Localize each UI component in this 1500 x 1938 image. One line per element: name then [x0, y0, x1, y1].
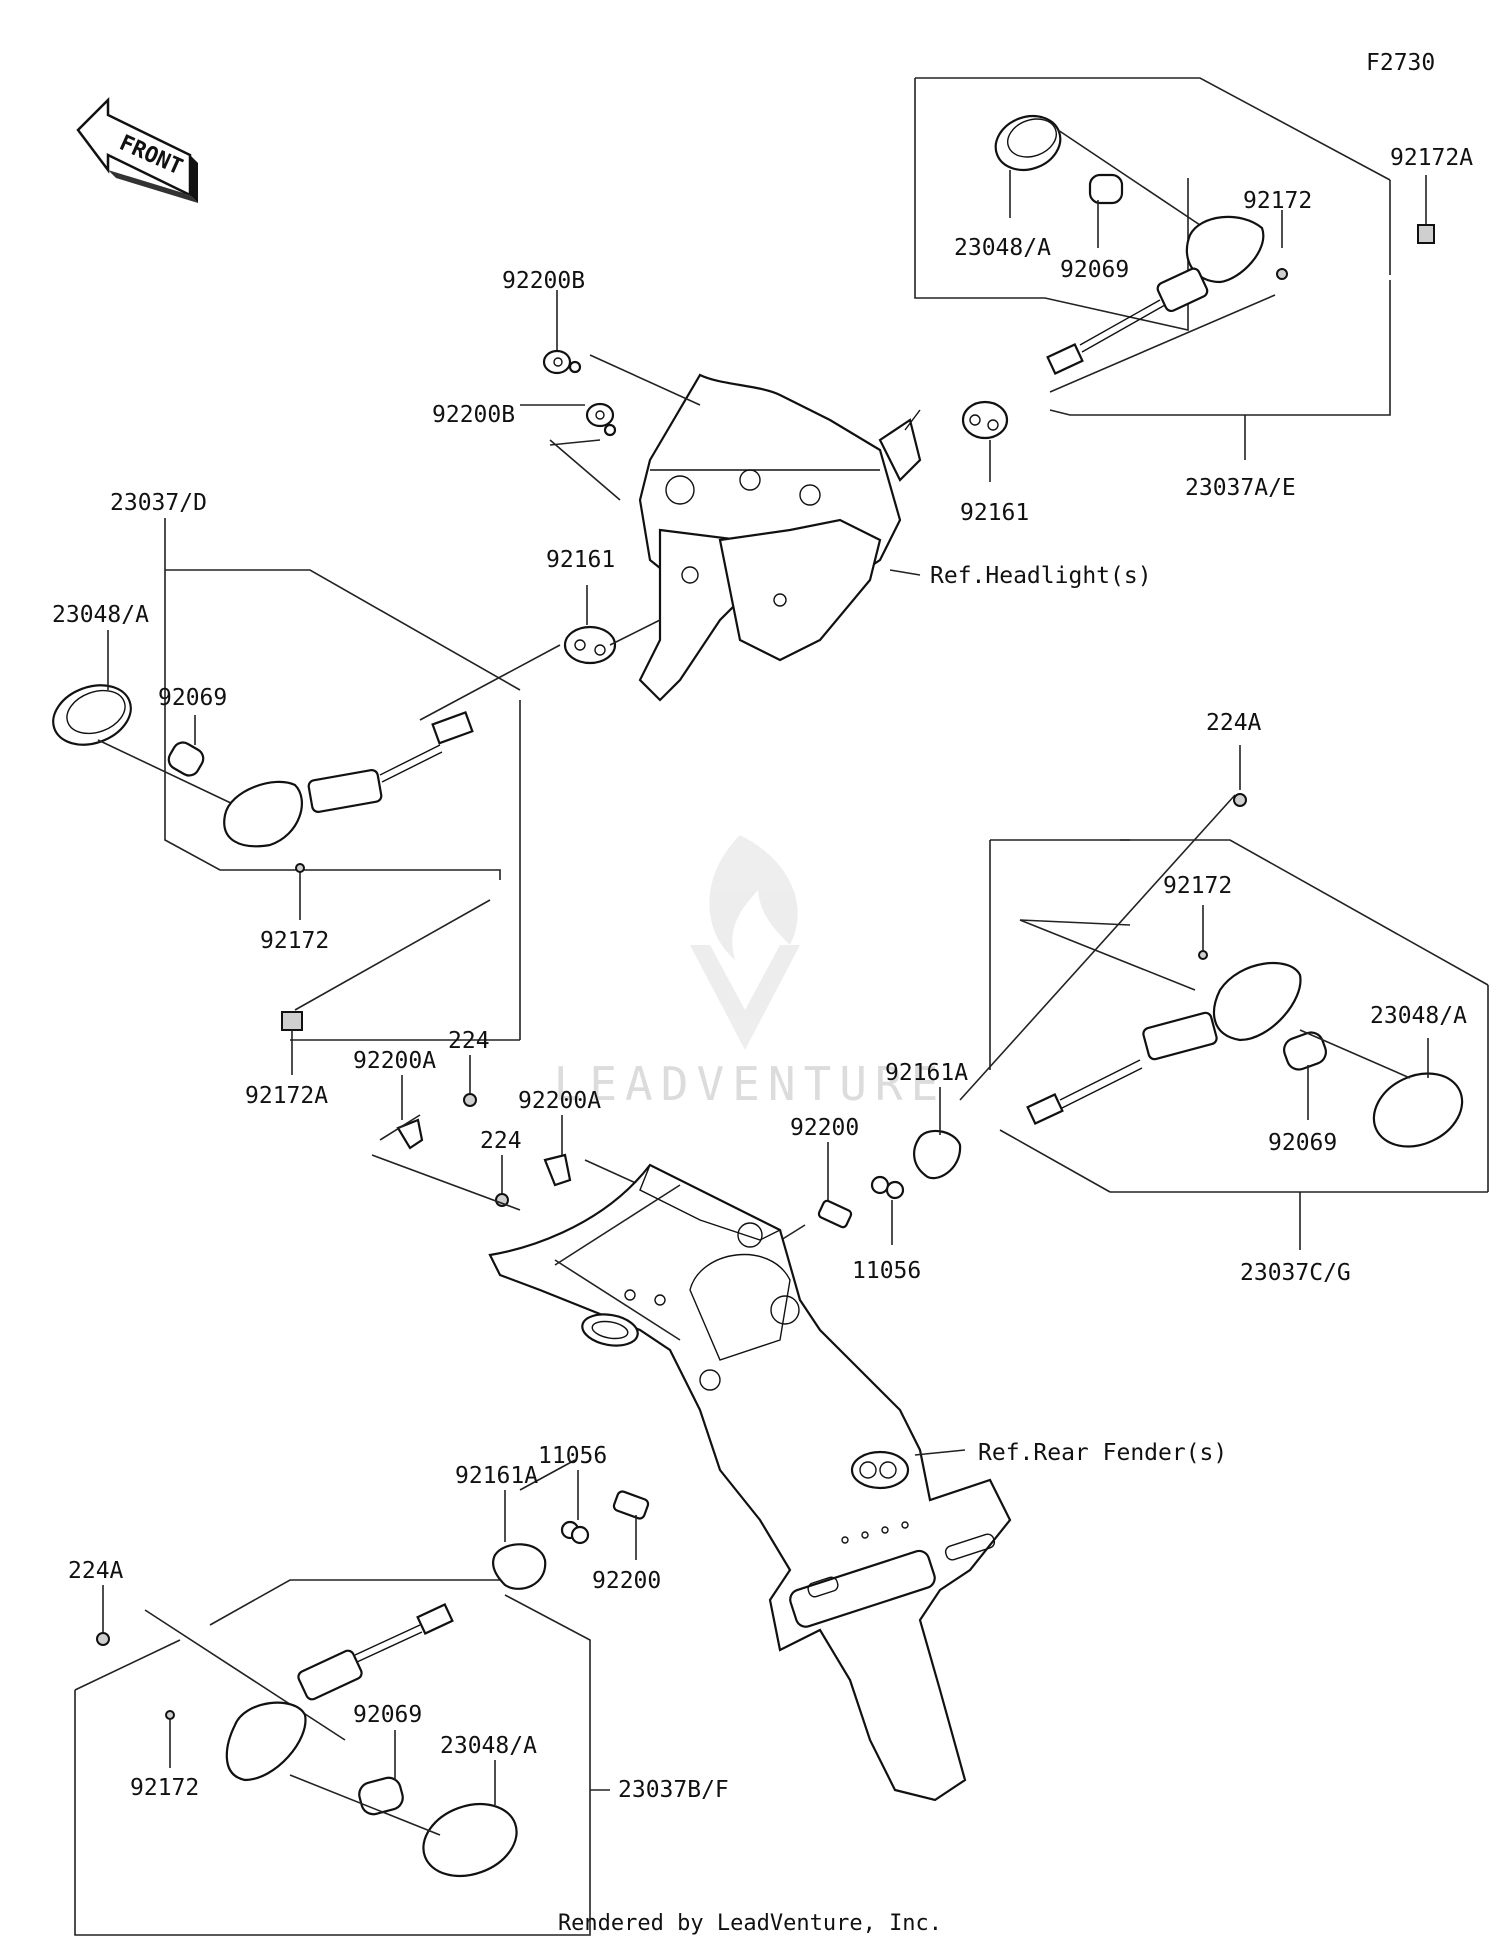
label-92069-bottom: 92069 — [353, 1702, 422, 1728]
label-92200B-1: 92200B — [502, 268, 585, 294]
watermark-text: LEADVENTURE — [554, 1057, 947, 1111]
screw-224-1 — [463, 1093, 477, 1107]
grommet-92161A-bottom — [491, 1543, 547, 1590]
label-23037AE: 23037A/E — [1185, 475, 1296, 501]
label-92172-bottom: 92172 — [130, 1775, 199, 1801]
turn-signal-right — [1026, 961, 1302, 1125]
washer-92200-right — [817, 1199, 853, 1229]
label-92161A-right: 92161A — [885, 1060, 968, 1086]
clip-92200A-1 — [396, 1118, 424, 1150]
lens-bottom — [422, 1802, 518, 1878]
label-92172A-top: 92172A — [1390, 145, 1473, 171]
washer-92200B-1 — [542, 349, 582, 375]
group-23037BF-outline — [74, 1459, 610, 1936]
label-23048A-right: 23048/A — [1370, 1003, 1467, 1029]
screw-224A-bottom — [96, 1632, 110, 1646]
diagram-code: F2730 — [1366, 50, 1435, 76]
label-92161-left: 92161 — [546, 547, 615, 573]
screw-92172-left — [295, 863, 305, 873]
label-92200-bottom: 92200 — [592, 1568, 661, 1594]
group-23037D-outline — [164, 518, 561, 1041]
headlight-bracket — [638, 373, 922, 702]
footer-credit: Rendered by LeadVenture, Inc. — [558, 1911, 942, 1936]
bulb-right — [1283, 1031, 1327, 1071]
washer-92200-bottom — [612, 1490, 650, 1520]
label-23048A-bottom: 23048/A — [440, 1733, 537, 1759]
screw-92172-bottom — [165, 1710, 175, 1720]
group-23037CG-outline — [959, 794, 1489, 1250]
screw-92172-top — [1276, 268, 1288, 280]
label-11056-bottom: 11056 — [538, 1443, 607, 1469]
front-arrow-icon: FRONT — [76, 96, 198, 203]
grommet-92161A-right — [913, 1129, 962, 1180]
grommet-92161-right — [961, 400, 1009, 440]
lens-top-right — [994, 114, 1062, 172]
label-11056-right: 11056 — [852, 1258, 921, 1284]
label-92069-left: 92069 — [158, 685, 227, 711]
label-92172A-left: 92172A — [245, 1083, 328, 1109]
screw-92172-right — [1198, 950, 1208, 960]
label-92200A-2: 92200A — [518, 1088, 601, 1114]
label-224-1: 224 — [448, 1028, 490, 1054]
label-92172-right: 92172 — [1163, 873, 1232, 899]
label-23048A-left: 23048/A — [52, 602, 149, 628]
washer-92200B-2 — [585, 402, 617, 437]
screw-92172A-top — [1417, 224, 1435, 244]
screw-224A-right — [1233, 793, 1247, 807]
label-92200B-2: 92200B — [432, 402, 515, 428]
label-23037CG: 23037C/G — [1240, 1260, 1351, 1286]
watermark-logo — [690, 835, 800, 1050]
label-92200A-1: 92200A — [353, 1048, 436, 1074]
grommet-92161-left — [563, 625, 617, 665]
label-ref-rear-fender: Ref.Rear Fender(s) — [978, 1440, 1227, 1466]
screw-92172A-left — [281, 1011, 303, 1031]
label-92161-right: 92161 — [960, 500, 1029, 526]
label-23037BF: 23037B/F — [618, 1777, 729, 1803]
label-92161A-bottom: 92161A — [455, 1463, 538, 1489]
label-23048A-top: 23048/A — [954, 235, 1051, 261]
label-92069-right: 92069 — [1268, 1130, 1337, 1156]
turn-signal-bottom — [225, 1603, 454, 1782]
bulb-bottom — [358, 1776, 404, 1816]
clip-11056-right — [870, 1175, 905, 1200]
label-224A-bottom: 224A — [68, 1558, 124, 1584]
label-92172-top: 92172 — [1243, 188, 1312, 214]
bulb-top-right — [1088, 173, 1124, 205]
label-92069-top: 92069 — [1060, 257, 1129, 283]
clip-11056-bottom — [560, 1520, 590, 1545]
bulb-left — [167, 741, 205, 777]
label-224A-right: 224A — [1206, 710, 1262, 736]
turn-signal-top-right — [1046, 215, 1265, 375]
lens-left — [52, 684, 132, 746]
label-23037D: 23037/D — [110, 490, 207, 516]
rear-fender — [488, 1163, 1012, 1802]
lens-right — [1372, 1072, 1464, 1148]
label-92172-left: 92172 — [260, 928, 329, 954]
turn-signal-left — [223, 711, 474, 848]
label-224-2: 224 — [480, 1128, 522, 1154]
label-92200-right: 92200 — [790, 1115, 859, 1141]
clip-92200A-2 — [543, 1153, 572, 1187]
label-ref-headlight: Ref.Headlight(s) — [930, 563, 1152, 589]
